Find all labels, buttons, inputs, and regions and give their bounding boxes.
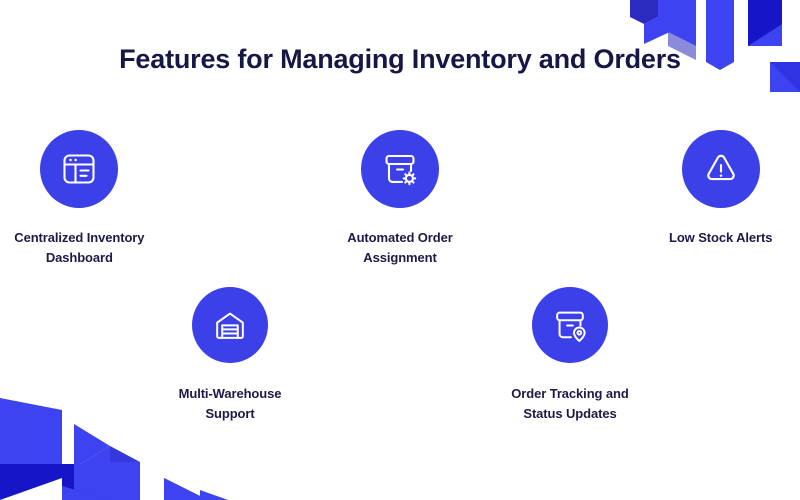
feature-item-order-tracking-status-updates[interactable]: Order Tracking and Status Updates <box>490 287 650 424</box>
feature-item-multi-warehouse-support[interactable]: Multi-Warehouse Support <box>150 287 310 424</box>
feature-label-line-1: Multi-Warehouse <box>178 386 282 401</box>
feature-label-line-2: Support <box>205 406 255 422</box>
feature-label: Automated Order Assignment <box>347 228 453 268</box>
feature-icon-circle <box>40 130 119 208</box>
feature-label-line-2: Dashboard <box>45 250 113 266</box>
feature-icon-circle <box>681 130 760 208</box>
box-location-pin-icon <box>551 306 589 344</box>
feature-icon-circle <box>361 130 439 208</box>
feature-icon-circle <box>192 287 268 363</box>
feature-label-line-1: Low Stock Alerts <box>668 230 773 245</box>
warehouse-icon <box>211 306 249 344</box>
dashboard-layout-icon <box>59 149 99 189</box>
feature-label-line-1: Order Tracking and <box>511 386 629 401</box>
feature-row-top: Centralized Inventory Dashboard <box>0 130 800 268</box>
feature-label-line-1: Automated Order <box>347 230 453 245</box>
feature-row-bottom: Multi-Warehouse Support <box>0 287 800 424</box>
feature-label: Multi-Warehouse Support <box>179 384 282 424</box>
feature-label: Low Stock Alerts <box>669 228 772 248</box>
feature-item-centralized-inventory-dashboard[interactable]: Centralized Inventory Dashboard <box>0 130 159 268</box>
feature-label-line-1: Centralized Inventory <box>14 230 145 245</box>
feature-label-line-2: Assignment <box>363 250 437 266</box>
feature-icon-circle <box>532 287 608 363</box>
slide-title: Features for Managing Inventory and Orde… <box>119 44 681 74</box>
feature-item-automated-order-assignment[interactable]: Automated Order Assignment <box>321 130 480 268</box>
feature-label: Order Tracking and Status Updates <box>511 384 629 424</box>
feature-label-line-2: Status Updates <box>523 406 617 422</box>
feature-label: Centralized Inventory Dashboard <box>14 228 144 268</box>
box-gear-icon <box>380 149 420 189</box>
feature-item-low-stock-alerts[interactable]: Low Stock Alerts <box>641 130 800 268</box>
alert-triangle-icon <box>701 149 741 189</box>
